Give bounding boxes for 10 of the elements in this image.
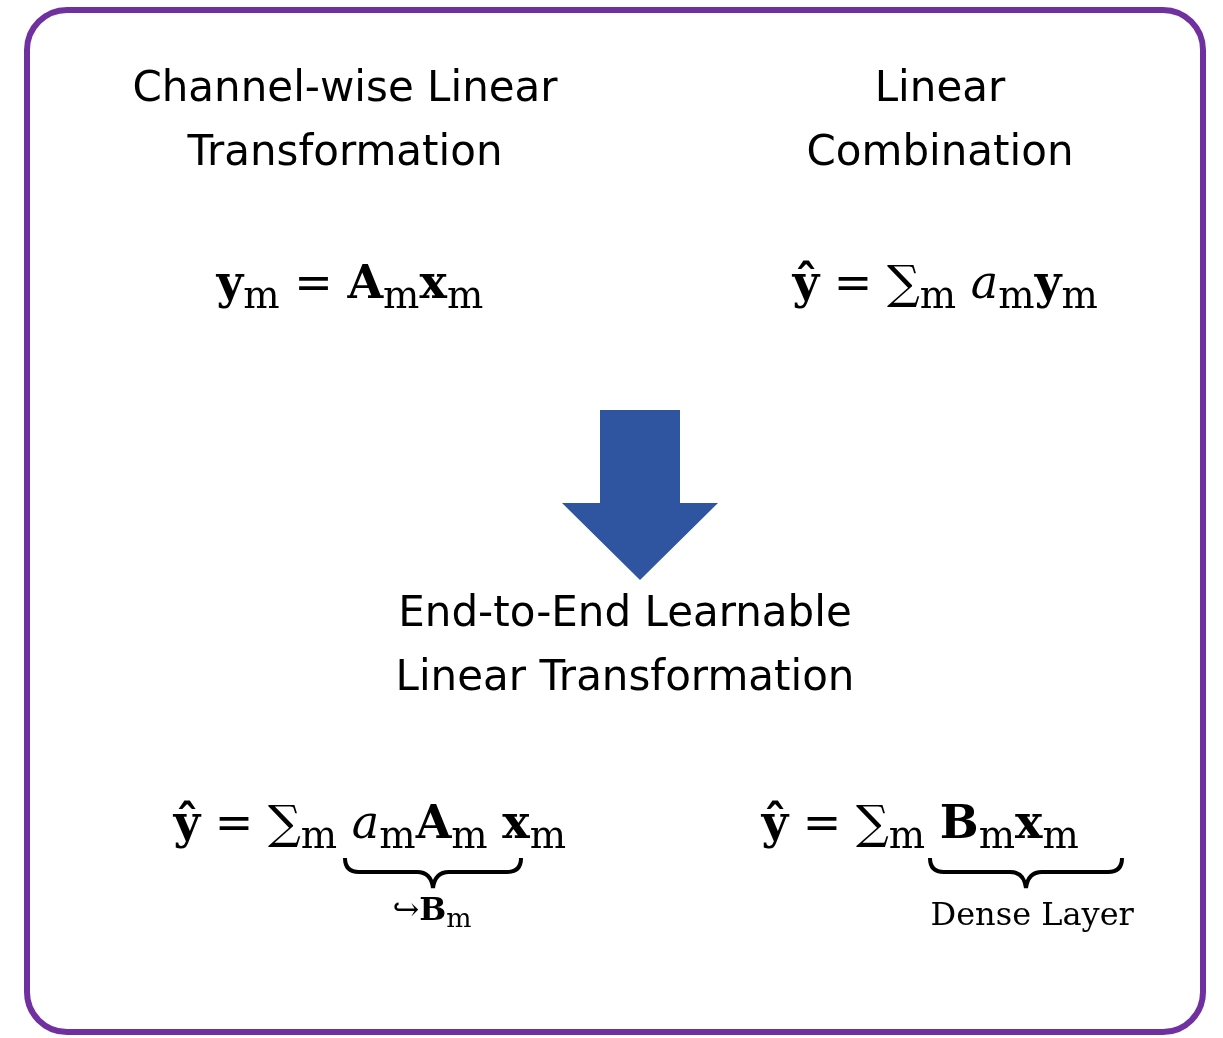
brace-label: ↪B$_{m}$ <box>392 890 472 934</box>
brace-label: Dense Layer <box>930 895 1134 933</box>
block-arrow <box>562 410 718 580</box>
heading: End-to-End Learnable Linear Transformation <box>394 586 856 702</box>
formula: ŷ = ∑$_{m}$ a$_{m}$A$_{m}$ x$_{m}$ <box>173 795 567 858</box>
formula: y$_{m}$ = A$_{m}$x$_{m}$ <box>216 255 484 318</box>
formula: ŷ = ∑$_{m}$ a$_{m}$y$_{m}$ <box>792 255 1098 318</box>
heading: Channel-wise Linear Transformation <box>131 61 559 177</box>
formula: ŷ = ∑$_{m}$ B$_{m}$x$_{m}$ <box>761 795 1079 858</box>
heading: Linear Combination <box>805 61 1075 177</box>
